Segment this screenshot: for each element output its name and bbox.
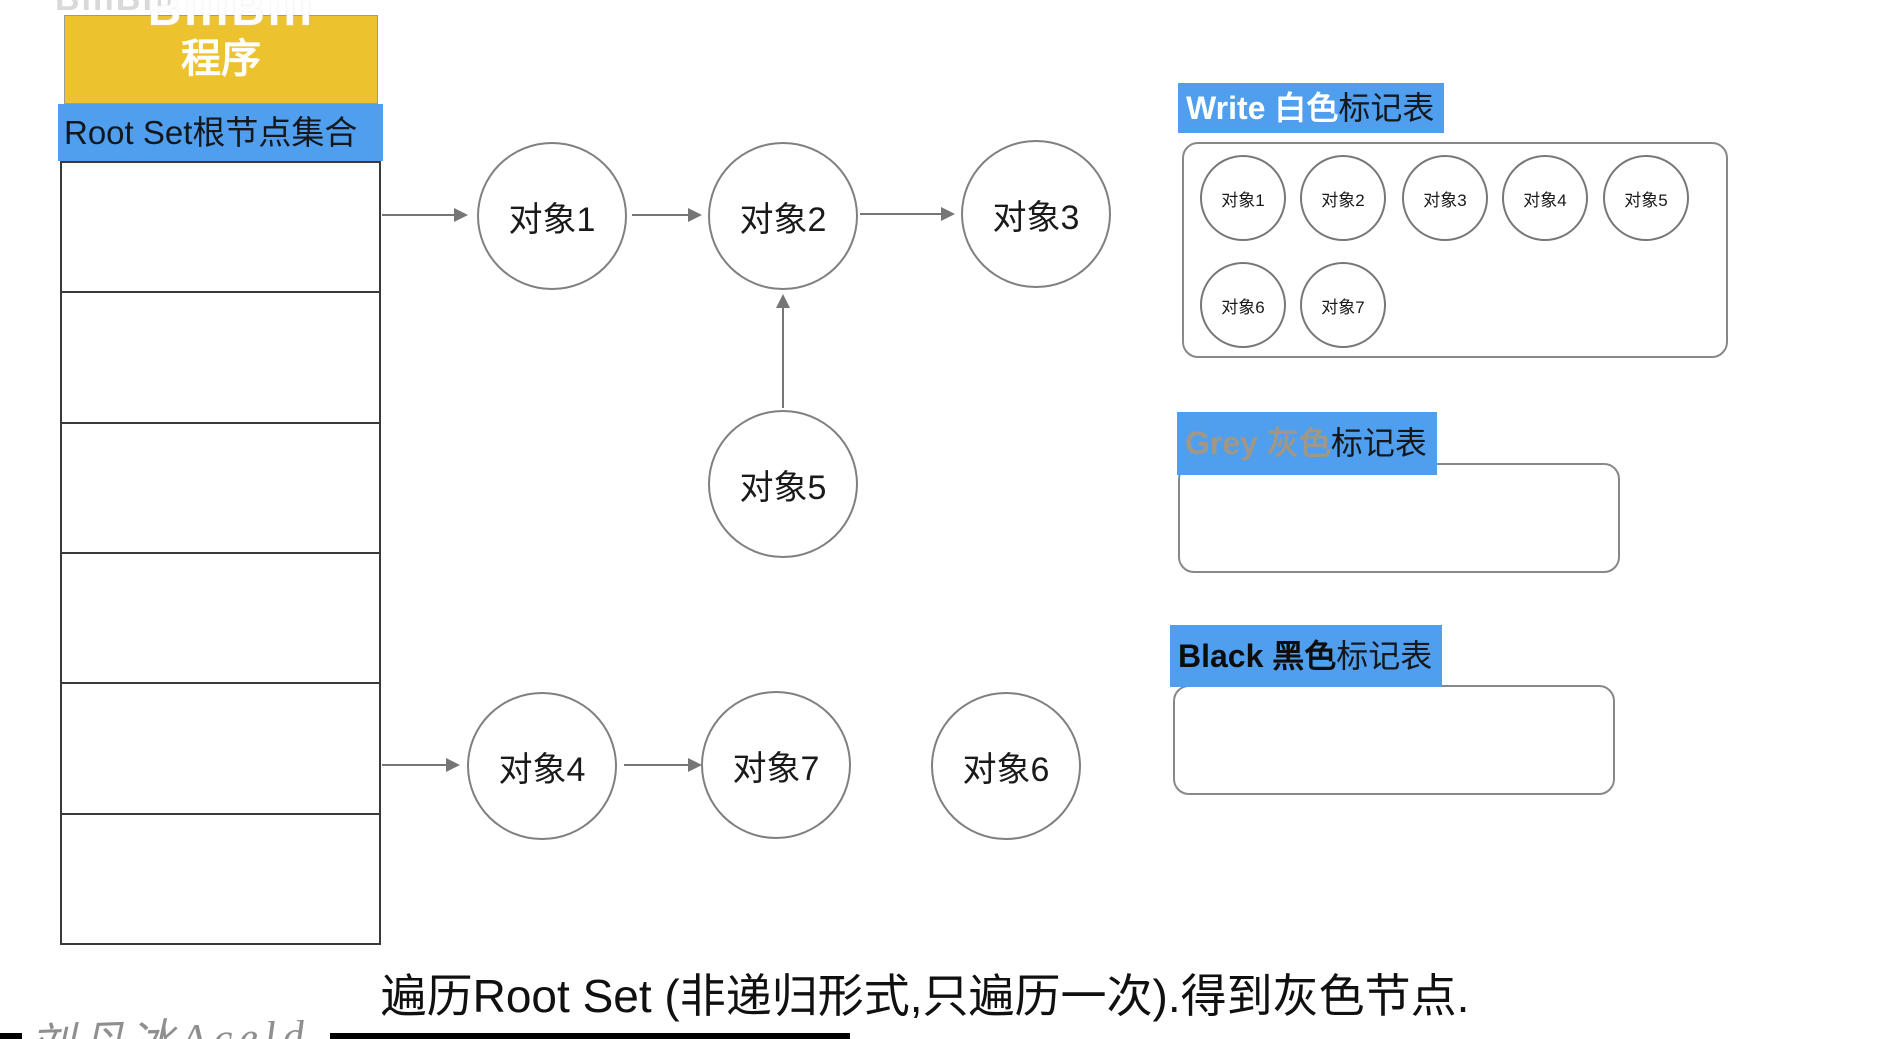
graph-node-3: 对象3 [961, 140, 1111, 288]
white-table-member-对象1: 对象1 [1200, 155, 1286, 241]
white-table-member-对象4: 对象4 [1502, 155, 1588, 241]
white-table-label-en: Write 白色 [1186, 90, 1339, 126]
graph-node-6: 对象7 [701, 691, 851, 839]
arrow-obj5-to-obj2-head [776, 294, 790, 308]
arrow-rootset-to-obj4 [382, 764, 447, 766]
author-watermark: 刘丹冰Aceld [29, 999, 311, 1039]
video-edge-strip [330, 1033, 850, 1039]
grey-table-label: Grey 灰色标记表 [1177, 412, 1437, 475]
grey-table-label-en: Grey 灰色 [1185, 425, 1331, 461]
graph-node-2: 对象2 [708, 142, 858, 290]
graph-node-1: 对象1 [477, 142, 627, 290]
black-table-label: Black 黑色标记表 [1170, 625, 1443, 687]
bilibili-watermark-faint: BiliBili [55, 0, 177, 19]
stack-row [62, 684, 379, 815]
graph-node-7: 对象6 [931, 692, 1081, 840]
white-table-label-zh: 标记表 [1338, 90, 1435, 126]
black-table-label-en: Black 黑色 [1178, 638, 1337, 674]
black-table-label-zh: 标记表 [1336, 638, 1433, 674]
arrow-rootset-to-obj4-head [446, 758, 460, 772]
arrow-obj4-to-obj7 [624, 764, 689, 766]
arrow-rootset-to-obj1-head [454, 208, 468, 222]
arrow-obj2-to-obj3-head [941, 207, 955, 221]
stack-row [62, 554, 379, 685]
program-stack-table [60, 161, 381, 945]
arrow-rootset-to-obj1 [382, 214, 455, 216]
black-mark-table [1173, 685, 1615, 795]
root-set-label: Root Set根节点集合 [58, 104, 383, 161]
stack-row [62, 163, 379, 294]
video-edge-strip-left [0, 1033, 22, 1039]
grey-mark-table [1178, 463, 1620, 573]
white-table-member-对象3: 对象3 [1402, 155, 1488, 241]
white-table-member-对象5: 对象5 [1603, 155, 1689, 241]
white-table-member-对象7: 对象7 [1300, 262, 1386, 348]
white-table-member-对象2: 对象2 [1300, 155, 1386, 241]
arrow-obj5-to-obj2 [782, 307, 784, 408]
bilibili-watermark: BiliBili [148, 0, 316, 35]
graph-node-5: 对象4 [467, 692, 617, 840]
arrow-obj1-to-obj2-head [688, 208, 702, 222]
white-table-member-对象6: 对象6 [1200, 262, 1286, 348]
white-table-label: Write 白色标记表 [1178, 83, 1445, 133]
stack-row [62, 424, 379, 554]
arrow-obj2-to-obj3 [860, 213, 942, 215]
graph-node-4: 对象5 [708, 410, 858, 558]
grey-table-label-zh: 标记表 [1330, 425, 1427, 461]
program-stack-header: 程序 [64, 15, 378, 104]
caption-text: 遍历Root Set (非递归形式,只遍历一次).得到灰色节点. [380, 970, 1470, 1022]
arrow-obj4-to-obj7-head [688, 758, 702, 772]
arrow-obj1-to-obj2 [632, 214, 689, 216]
stack-row [62, 293, 379, 424]
stack-row [62, 815, 379, 943]
